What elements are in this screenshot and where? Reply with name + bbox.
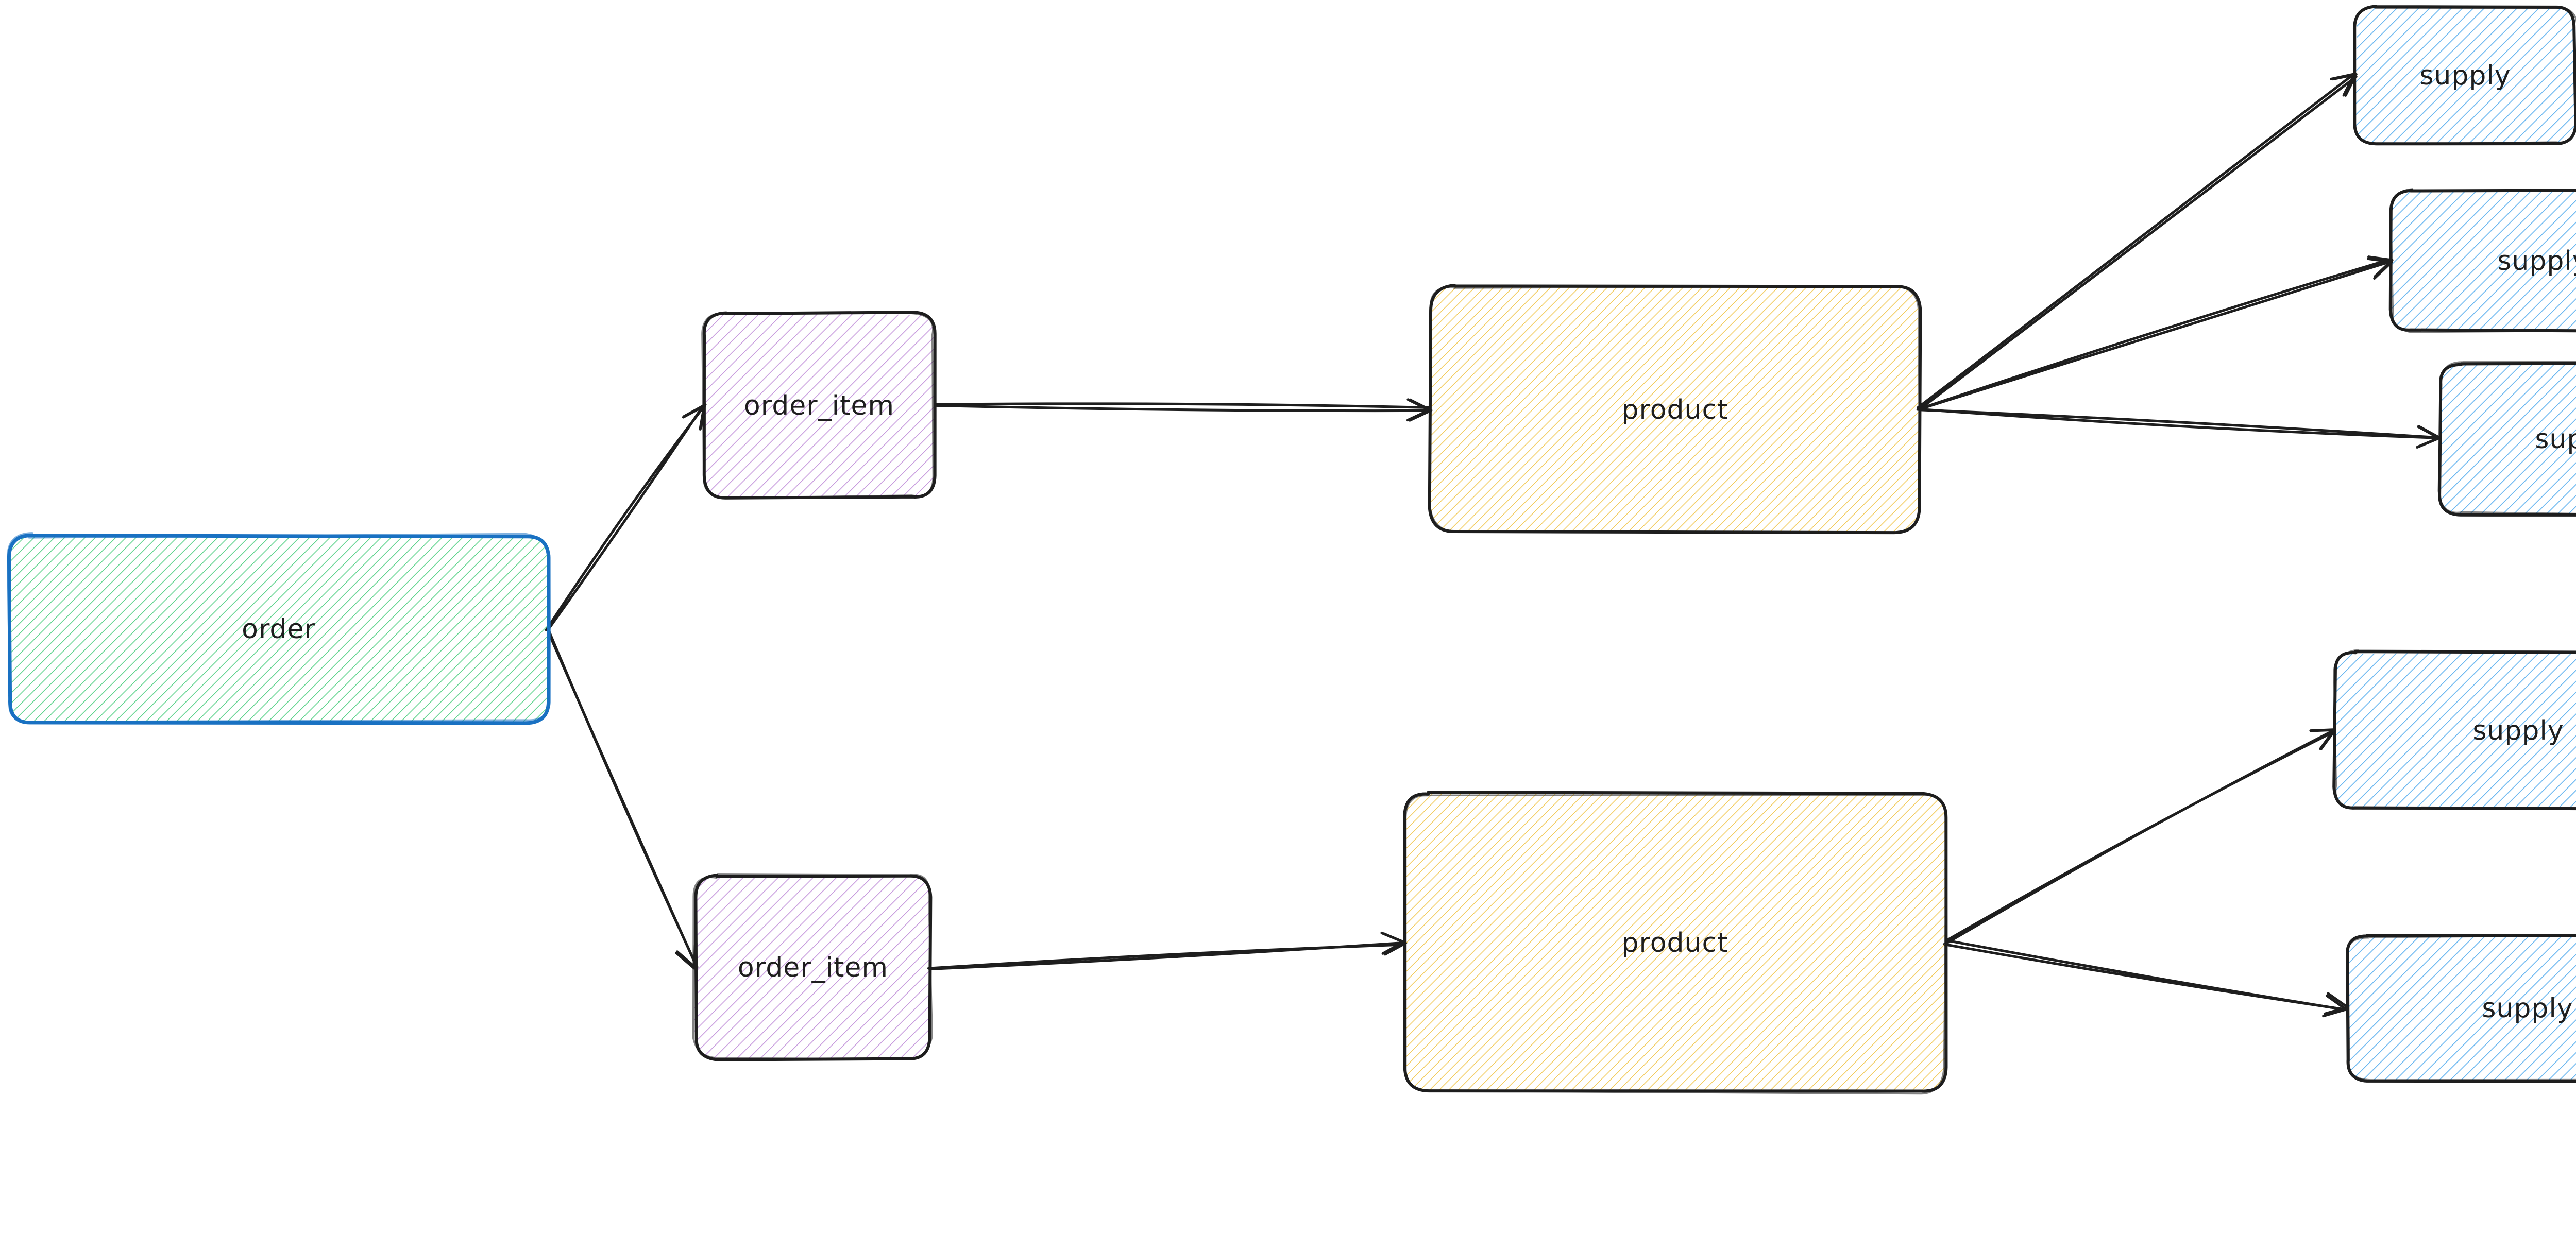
node-fill: [694, 874, 931, 1058]
node-fill: [8, 536, 549, 723]
edges-layer: [545, 73, 2442, 1018]
edge-product_1-to-supply_1[interactable]: [1916, 73, 2358, 409]
node-outline: [7, 532, 551, 723]
node-outline: [2352, 6, 2576, 146]
nodes-layer: orderorder_itemorder_itemproductproducts…: [7, 5, 2576, 1095]
node-supply_4[interactable]: supply: [2332, 649, 2576, 811]
edge-stroke: [1920, 408, 2442, 439]
node-fill: [2333, 652, 2576, 809]
node-label: supply: [2472, 715, 2564, 746]
edge-stroke: [1945, 939, 2347, 1012]
edge-stroke: [546, 628, 698, 968]
node-fill: [2390, 189, 2576, 330]
node-product_2[interactable]: product: [1403, 791, 1948, 1095]
node-order_item_1[interactable]: order_item: [701, 311, 937, 500]
node-label: order_item: [738, 952, 888, 983]
edge-stroke: [548, 405, 704, 629]
node-supply_5[interactable]: supply: [2346, 933, 2576, 1083]
edge-stroke: [1944, 728, 2336, 946]
edge-stroke: [1920, 260, 2392, 410]
edge-stroke: [1916, 73, 2355, 409]
edge-order_item_1-to-product_1[interactable]: [934, 398, 1433, 422]
edge-order_item_2-to-product_2[interactable]: [927, 931, 1408, 970]
edge-stroke: [934, 404, 1430, 413]
node-fill: [703, 312, 936, 498]
node-order_item_2[interactable]: order_item: [692, 873, 934, 1061]
node-outline: [2437, 361, 2576, 515]
node-outline: [2347, 935, 2576, 1081]
node-outline: [2333, 649, 2576, 811]
node-label: supply: [2419, 60, 2511, 91]
node-fill: [1429, 285, 1919, 533]
node-supply_1[interactable]: supply: [2352, 5, 2576, 146]
node-product_1[interactable]: product: [1428, 284, 1922, 535]
node-outline: [1404, 794, 1947, 1095]
node-outline: [692, 873, 934, 1060]
node-fill: [2438, 364, 2576, 515]
edge-stroke: [935, 402, 1432, 409]
node-order[interactable]: order: [7, 532, 551, 725]
node-label: supply: [2482, 993, 2573, 1024]
node-outline: [701, 312, 934, 499]
edge-product_2-to-supply_5[interactable]: [1943, 939, 2349, 1018]
node-fill: [2346, 934, 2576, 1081]
edge-product_1-to-supply_2[interactable]: [1916, 255, 2394, 411]
edge-order-to-order_item_2[interactable]: [546, 626, 699, 970]
node-supply_2[interactable]: supply: [2388, 188, 2576, 333]
node-outline: [1429, 285, 1921, 534]
node-fill: [2355, 6, 2576, 145]
edge-stroke: [1916, 258, 2393, 411]
node-label: order: [242, 614, 316, 645]
edge-product_2-to-supply_4[interactable]: [1944, 728, 2336, 946]
edge-stroke: [1918, 408, 2442, 439]
node-outline: [2390, 188, 2576, 333]
node-label: order_item: [744, 390, 894, 421]
node-fill: [1404, 792, 1947, 1092]
edge-stroke: [1920, 75, 2358, 409]
node-label: product: [1621, 928, 1728, 958]
node-supply_3[interactable]: supply: [2437, 361, 2576, 517]
edge-order-to-order_item_1[interactable]: [545, 403, 707, 631]
edge-stroke: [927, 943, 1406, 970]
arrow-head-icon: [2322, 994, 2348, 1018]
node-label: supply: [2535, 424, 2576, 455]
node-label: supply: [2497, 246, 2576, 277]
edge-product_1-to-supply_3[interactable]: [1918, 408, 2442, 449]
node-label: product: [1621, 395, 1728, 425]
